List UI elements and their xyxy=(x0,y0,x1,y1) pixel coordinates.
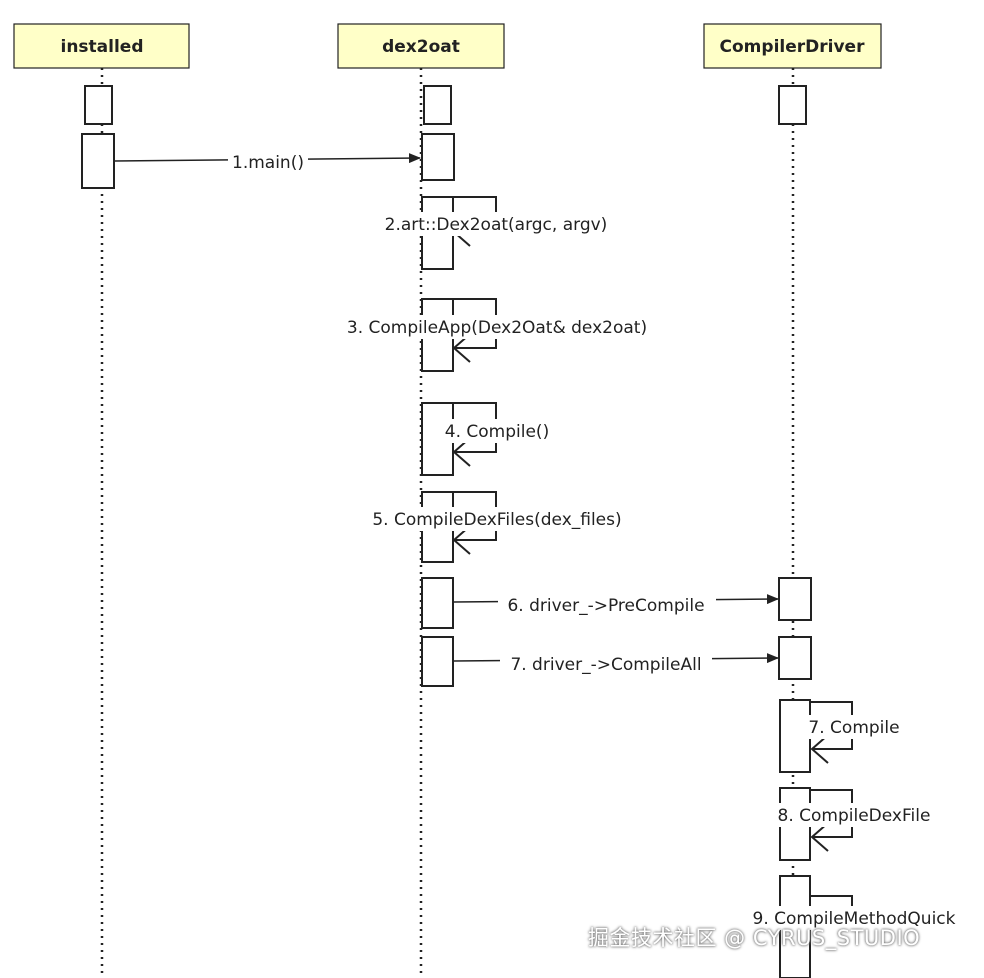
message-8-self: 7. Compile xyxy=(802,701,906,764)
actor-compiler-driver: CompilerDriver xyxy=(703,23,882,69)
actor-dex2oat: dex2oat xyxy=(337,23,505,69)
message-label: 5. CompileDexFiles(dex_files) xyxy=(372,510,621,530)
message-2-self: 2.art::Dex2oat(argc, argv) xyxy=(379,196,613,247)
activation-bar xyxy=(778,577,812,621)
message-label: 7. Compile xyxy=(808,718,899,738)
actor-label: dex2oat xyxy=(382,37,460,57)
actor-label: installed xyxy=(61,37,144,57)
message-1: 1.main() xyxy=(113,150,421,174)
message-4-self: 4. Compile() xyxy=(422,402,556,467)
activation-bar xyxy=(421,636,454,687)
message-label: 3. CompileApp(Dex2Oat& dex2oat) xyxy=(347,318,647,338)
actor-label: CompilerDriver xyxy=(720,37,866,57)
activation-bar xyxy=(778,636,812,680)
message-label: 1.main() xyxy=(232,153,304,173)
actor-installed: installed xyxy=(13,23,190,69)
watermark: 掘金技术社区 @ CYRUS_STUDIO xyxy=(588,926,921,950)
message-label: 4. Compile() xyxy=(445,422,549,442)
message-label: 8. CompileDexFile xyxy=(778,806,931,826)
message-3-self: 3. CompileApp(Dex2Oat& dex2oat) xyxy=(333,298,661,363)
activation-bar xyxy=(81,133,115,189)
activation-bar xyxy=(421,133,455,181)
activation-bar xyxy=(84,85,113,125)
message-7: 7. driver_->CompileAll xyxy=(453,652,779,676)
activation-bar xyxy=(421,577,454,629)
activation-bar xyxy=(778,85,807,125)
message-label: 7. driver_->CompileAll xyxy=(510,655,701,675)
message-label: 2.art::Dex2oat(argc, argv) xyxy=(385,215,608,235)
message-5-self: 5. CompileDexFiles(dex_files) xyxy=(362,491,632,555)
message-6: 6. driver_->PreCompile xyxy=(453,593,779,617)
activation-bar xyxy=(423,85,452,125)
message-label: 6. driver_->PreCompile xyxy=(507,596,704,616)
message-9-self: 8. CompileDexFile xyxy=(768,789,940,852)
message-label: 9. CompileMethodQuick xyxy=(753,909,956,929)
message-10-self: 9. CompileMethodQuick xyxy=(740,895,968,930)
